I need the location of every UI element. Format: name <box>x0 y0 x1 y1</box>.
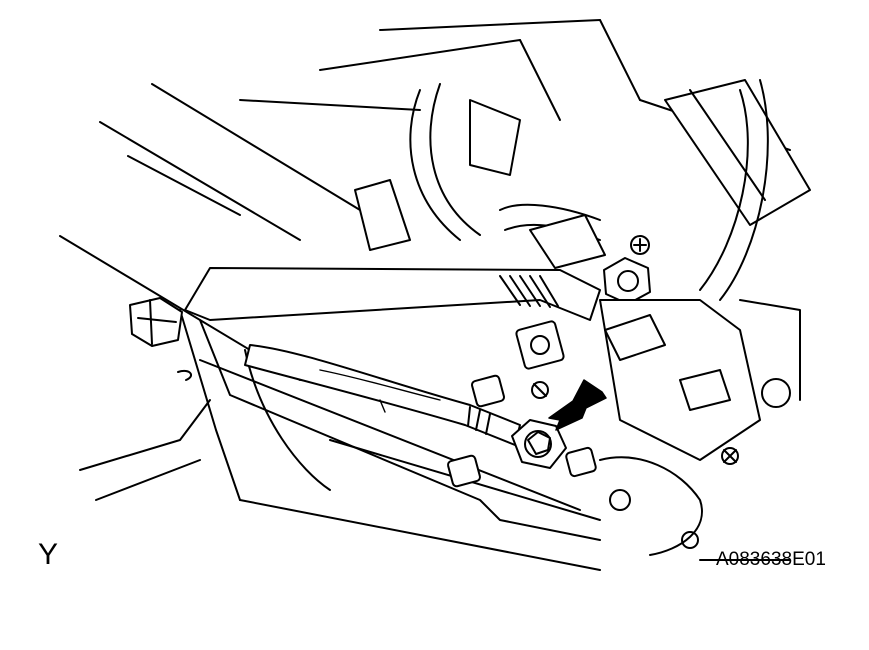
hook-line <box>177 370 193 381</box>
connector-bracket <box>664 79 811 301</box>
bosses <box>447 320 597 488</box>
left-bolt <box>129 297 183 347</box>
arrow-icon <box>548 379 607 431</box>
figure-code: A083638E01 <box>716 549 826 570</box>
wiring-harness <box>354 83 606 269</box>
actuator-block <box>599 299 801 556</box>
view-letter: Y <box>38 538 59 571</box>
small-wire <box>319 369 441 413</box>
upper-nut <box>603 257 651 305</box>
target-nut <box>511 419 567 469</box>
upper-pipe <box>184 267 601 321</box>
lower-housing <box>179 309 601 541</box>
